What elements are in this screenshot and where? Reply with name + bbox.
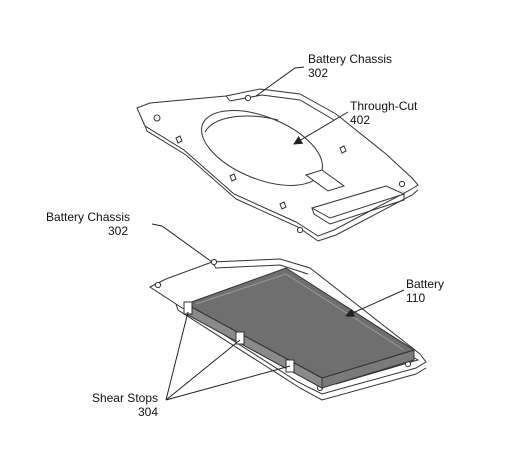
- bottom-chassis-label: Battery Chassis 302: [46, 210, 130, 238]
- bottom-chassis-screw-hole: [154, 281, 162, 289]
- top-chassis-name: Battery Chassis: [308, 52, 393, 66]
- top-chassis-tab: [339, 145, 347, 154]
- top-chassis-tab: [229, 173, 237, 182]
- battery-top-highlight: [195, 273, 405, 351]
- battery-ref: 110: [406, 291, 426, 305]
- battery-name: Battery: [406, 277, 445, 291]
- shear-stops-name: Shear Stops: [91, 391, 158, 405]
- top-chassis-ref: 302: [308, 66, 329, 80]
- leader-bottom-chassis: [151, 223, 213, 263]
- shear-stops-label: Shear Stops 304: [88, 391, 158, 419]
- leader-shear-stop-1: [165, 311, 189, 401]
- leader-shear-stop-3: [165, 365, 291, 401]
- shear-stops-ref: 304: [137, 405, 158, 419]
- top-chassis-screw-hole: [296, 226, 304, 234]
- top-chassis-edge: [144, 125, 419, 242]
- through-cut-name: Through-Cut: [350, 99, 418, 113]
- bottom-chassis-name: Battery Chassis: [46, 210, 131, 224]
- top-chassis-slot: [304, 169, 346, 192]
- top-chassis-tab: [279, 201, 287, 210]
- through-cut-label: Through-Cut 402: [350, 99, 417, 127]
- top-chassis-label: Battery Chassis 302: [308, 52, 392, 80]
- leader-lines: [151, 66, 405, 401]
- top-chassis-screw-hole: [153, 114, 161, 122]
- top-chassis-front-rail-edge: [311, 194, 405, 225]
- through-cut-ref: 402: [350, 113, 371, 127]
- shear-stop: [235, 331, 245, 345]
- top-chassis-screw-hole: [244, 94, 252, 102]
- leader-top-chassis: [255, 66, 305, 97]
- top-battery-chassis: [136, 88, 419, 242]
- leader-shear-stop-2: [165, 339, 241, 401]
- top-chassis-rear-rim: [225, 94, 335, 121]
- battery-label: Battery 110: [406, 277, 444, 305]
- bottom-chassis-ref: 302: [108, 224, 129, 238]
- leader-battery: [345, 289, 405, 317]
- top-chassis-screw-hole: [398, 180, 406, 188]
- leader-through-cut: [293, 111, 349, 145]
- battery-top-face: [184, 267, 416, 379]
- bottom-chassis-edge: [175, 303, 427, 401]
- bottom-chassis-screw-hole: [210, 258, 218, 266]
- top-chassis-tab: [175, 135, 183, 144]
- through-cut-inner-edge: [204, 115, 279, 133]
